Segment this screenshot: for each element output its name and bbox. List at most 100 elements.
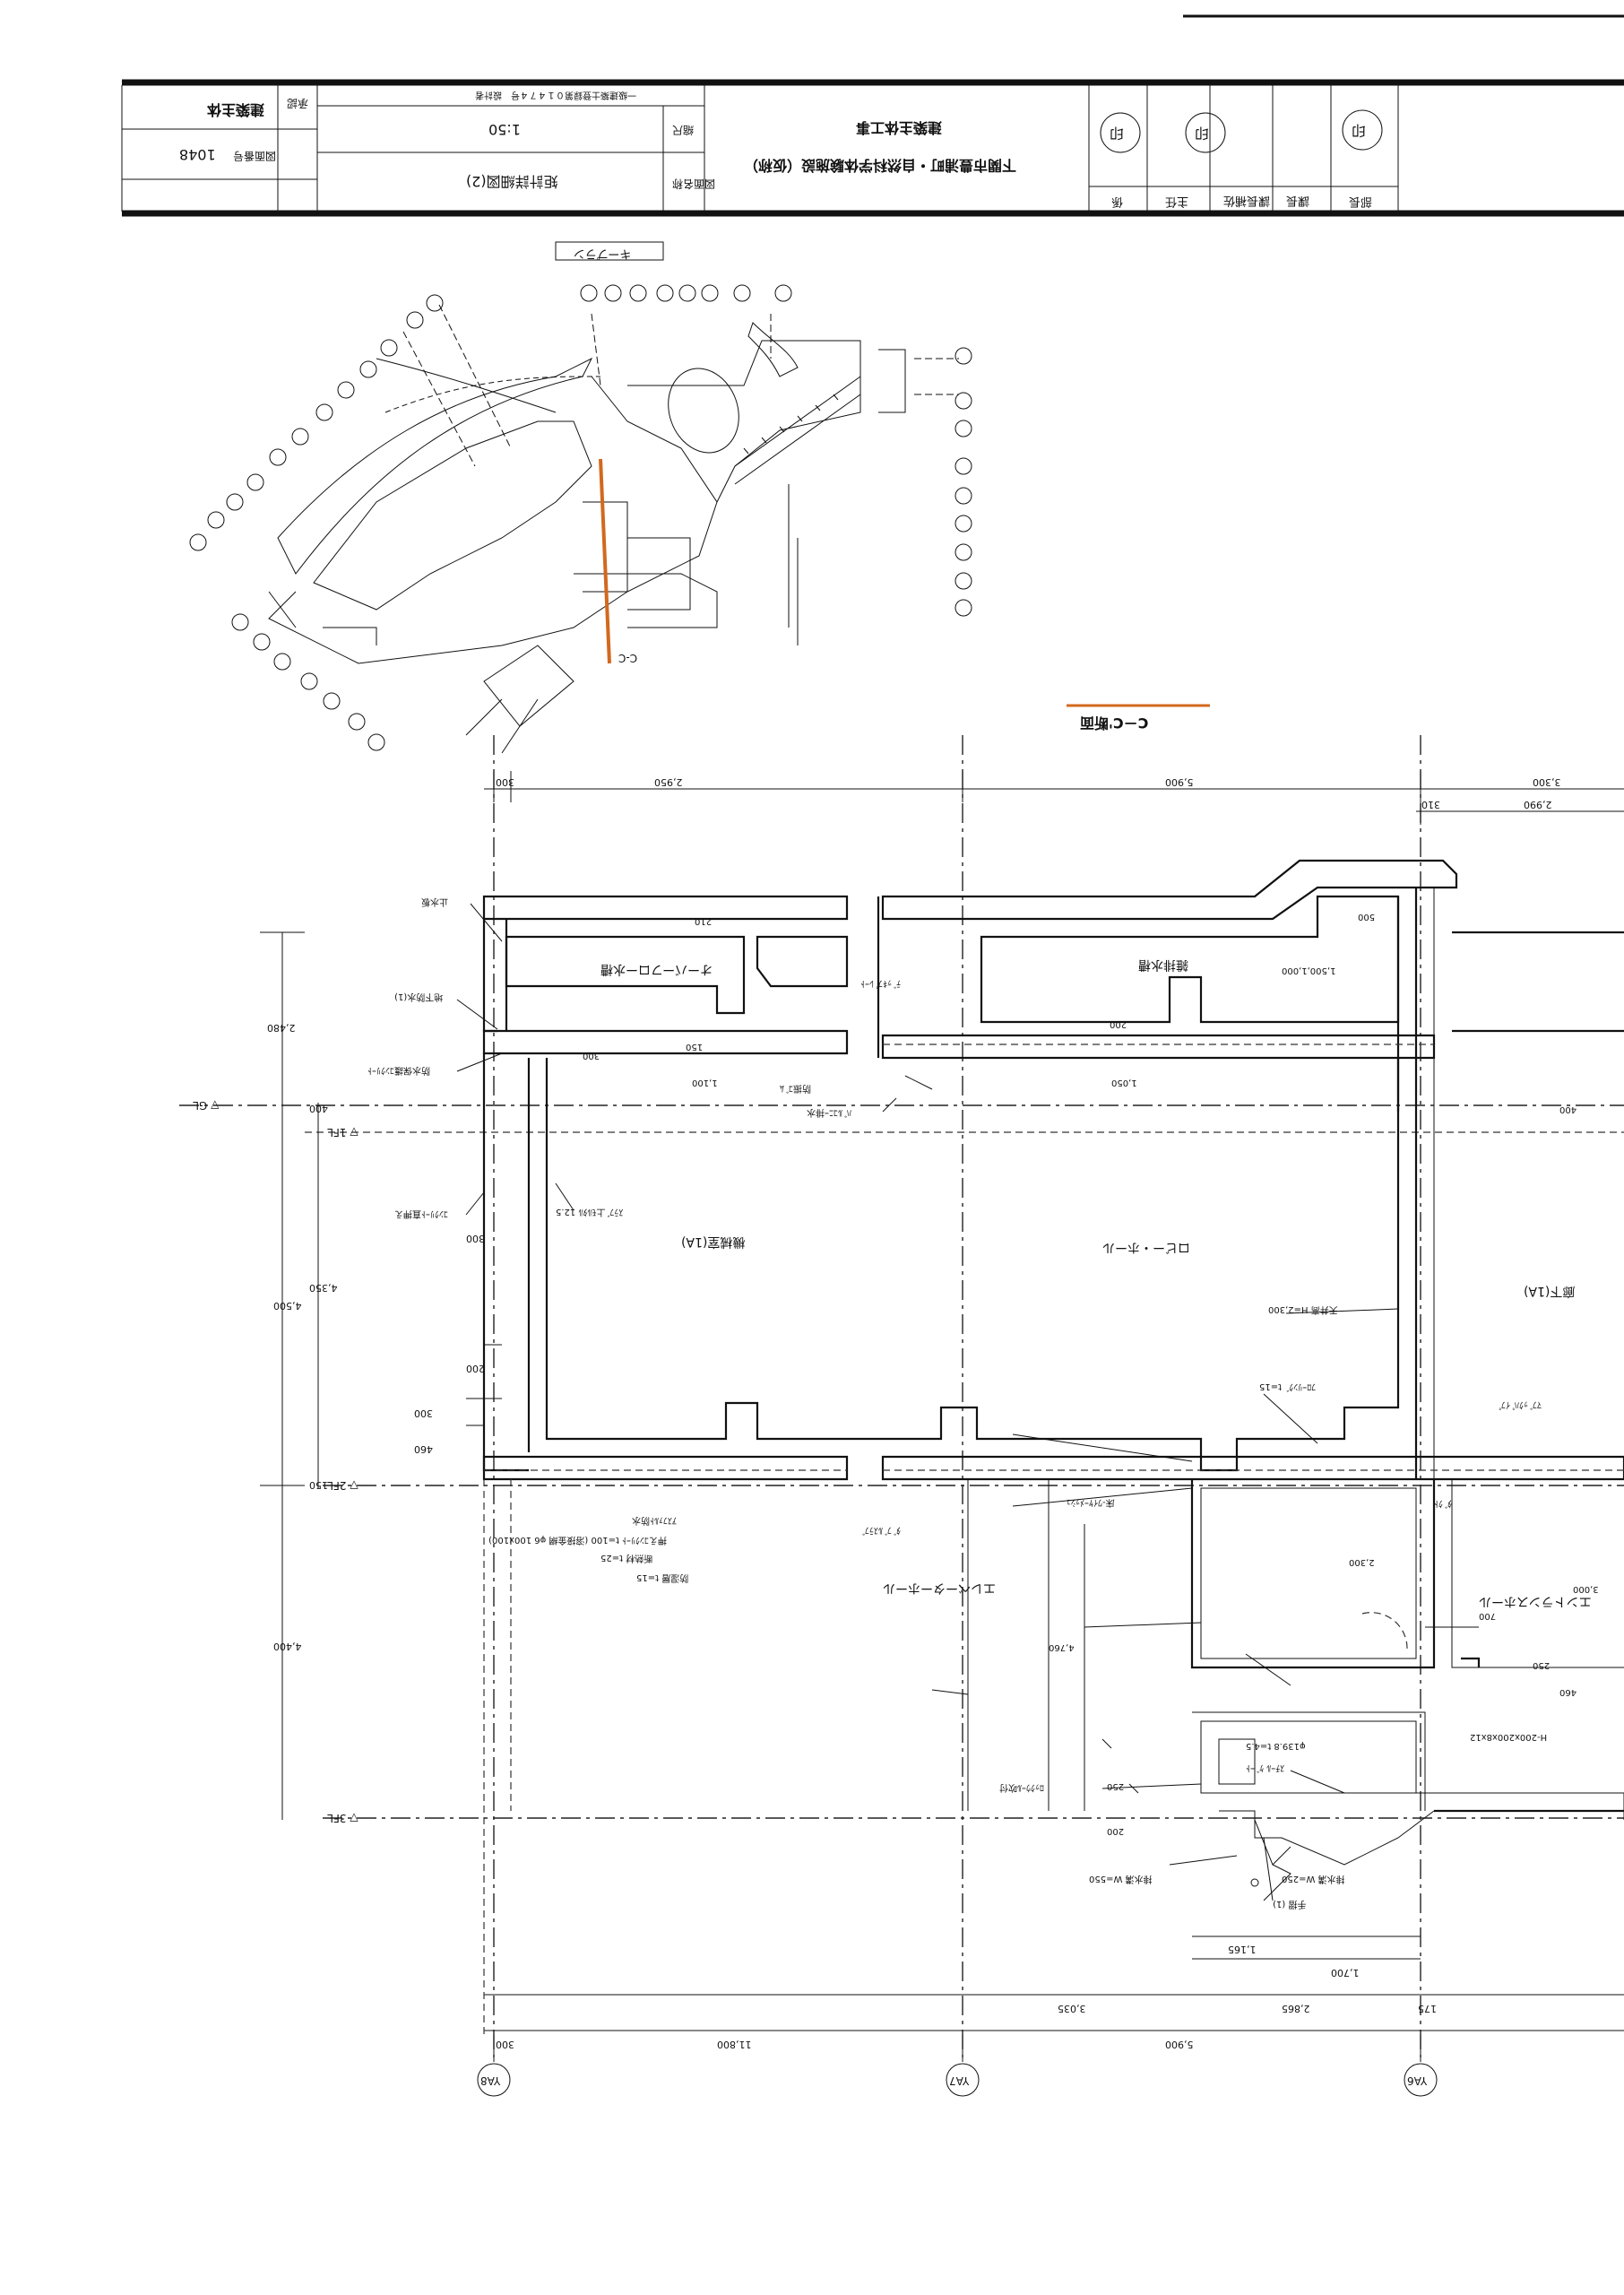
bottom-dim-7: 1,700: [1331, 1967, 1360, 1979]
stamp-label-3: 課長補佐: [1223, 194, 1270, 208]
stamp-label-2: 主任: [1165, 195, 1188, 208]
left-dim-6: 150: [309, 1479, 328, 1491]
section-cut-line: [599, 458, 611, 664]
small-dim-700: 700: [1479, 1611, 1496, 1621]
note-wire-mesh: 床-ﾜｲﾔｰﾒｯｼｭ: [1067, 1497, 1115, 1509]
small-dim-400: 400: [1559, 1104, 1576, 1114]
axis-label-ya8: YA8: [480, 2074, 501, 2087]
room-corridor-1a: 廊下(1A): [1524, 1284, 1575, 1299]
stamp-2: 印: [1195, 125, 1209, 142]
small-dim-1500: 1,500,1,000: [1282, 966, 1335, 975]
stamp-1: 印: [1110, 125, 1124, 142]
top-dim-4: 3,300: [1533, 776, 1561, 788]
note-steel-gate: ｽﾁｰﾙ ｹﾞｰﾄ: [1246, 1762, 1284, 1773]
left-dim-10: 300: [466, 1233, 485, 1244]
label-title: 図面名称: [672, 178, 715, 191]
note-rockwool: ﾛｯｸｳｰﾙ吹付: [999, 1782, 1044, 1794]
room-entrance-hall: エントランスホール: [1479, 1594, 1592, 1608]
small-dim-1100: 1,100: [692, 1078, 718, 1087]
note-mabuck: ﾏﾌﾞｯｸﾊﾟｲﾌﾟ: [1497, 1399, 1542, 1410]
small-dim-250b: 250: [1107, 1781, 1124, 1791]
axis-label-ya6: YA6: [1407, 2074, 1428, 2087]
work-type: 建築主体工事: [856, 119, 942, 136]
bottom-dim-2: 11,800: [717, 2039, 752, 2050]
stamp-label-5: 部長: [1349, 195, 1372, 208]
label-approve: 承認: [287, 97, 308, 110]
annotations: 止水板 地下防水(1) 防水保護ｺﾝｸﾘｰﾄ ｺﾝｸﾘｰﾄ直押え ｽﾗﾌﾞ上ﾓﾙ…: [367, 896, 1547, 1910]
small-dim-1050: 1,050: [1111, 1078, 1137, 1087]
note-flooring: ﾌﾛｰﾘﾝｸﾞ t=15: [1259, 1381, 1316, 1392]
design-office-note: 一級建築士登録第０１４７４号 設計者: [475, 90, 636, 101]
small-dim-4760: 4,760: [1049, 1642, 1075, 1652]
room-drain-tank: 雑排水槽: [1138, 957, 1188, 972]
note-duct: ﾀﾞｸﾄ: [1434, 1498, 1452, 1509]
note-pipe: φ139.8 t=4.5: [1246, 1741, 1306, 1751]
level-3fl: ▽ 3FL: [327, 1812, 358, 1824]
left-dim-8: 460: [414, 1443, 433, 1455]
small-dim-2300: 2,300: [1349, 1557, 1375, 1567]
small-dim-150: 150: [686, 1042, 703, 1052]
note-drain-250: 排水溝 W=250: [1282, 1874, 1345, 1885]
stamp-label-4: 課長: [1286, 194, 1309, 208]
note-underground-waterproof: 地下防水(1): [394, 992, 443, 1003]
level-2fl: ▽ 2FL: [327, 1479, 358, 1492]
stamp-label-1: 係: [1111, 195, 1123, 208]
title-block: 建築主体 承認 1048 図面番号 一級建築士登録第０１４７４号 設計者 縮尺 …: [121, 79, 1624, 217]
scale-value: 1:50: [488, 121, 521, 138]
drawing-number: 1048: [179, 146, 216, 163]
key-plan-grid-bubbles-bottom: [231, 613, 385, 751]
section-title: C－C'断面: [1080, 714, 1148, 732]
approval-stamps: 印 印 印 係 主任 課長補佐 課長 部長: [1100, 109, 1383, 208]
level-1fl: ▽ 1FL: [327, 1126, 358, 1139]
small-dim-200b: 200: [1107, 1826, 1124, 1836]
left-dim-5: 4,400: [273, 1641, 302, 1652]
top-dim-2: 2,950: [654, 776, 683, 788]
left-dim-2: 400: [309, 1103, 328, 1114]
key-plan-grid-bubbles-right: [955, 347, 972, 617]
key-plan: キープラン C-C: [189, 241, 972, 754]
axis-label-ya7: YA7: [949, 2074, 970, 2087]
small-dim-250: 250: [1533, 1660, 1550, 1670]
left-dim-1: 2,480: [267, 1022, 296, 1034]
note-handrail: 手摺 (1): [1273, 1899, 1306, 1910]
bottom-dim-1: 300: [496, 2039, 514, 2050]
note-water-stop: 止水板: [421, 896, 448, 908]
note-press-concrete: 押えｺﾝｸﾘｰﾄ t=100 (溶接金網 φ6 100x100): [488, 1535, 667, 1546]
level-gl: ▽ GL: [193, 1099, 219, 1112]
small-dim-210: 210: [695, 916, 712, 926]
room-elevator-hall: エレベーターホール: [883, 1581, 996, 1595]
note-ceiling-height: 天井高 H=2,300: [1268, 1304, 1338, 1316]
axis-bubbles: YA8 YA7 YA6: [477, 2035, 1438, 2097]
left-dim-9: 200: [466, 1363, 485, 1374]
note-insulation: 断熱材 t=25: [600, 1553, 652, 1564]
section-cut-mark: C-C: [618, 652, 637, 664]
dimension-lines: 300 2,950 5,900 3,300 310 2,990 300 11,8…: [260, 771, 1624, 2050]
small-dim-300: 300: [583, 1051, 600, 1061]
room-names: オーバーフロー水槽 雑排水槽 機械室(1A) ロビー・ホール エントランスホール…: [600, 957, 1592, 1608]
note-concrete-finish: ｺﾝｸﾘｰﾄ直押え: [394, 1208, 448, 1220]
key-plan-grid-bubbles-left: [189, 294, 444, 551]
top-dim-1: 300: [496, 776, 514, 788]
drawing-title: 矩計詳細図(2): [466, 173, 558, 190]
label-scale: 縮尺: [672, 124, 694, 137]
note-deckplate: ﾃﾞｯｷﾌﾟﾚｰﾄ: [860, 978, 901, 989]
note-h-beam: H-200x200x8x12: [1470, 1732, 1547, 1742]
project-name: 下関市豊浦町・自然科学体験施設（仮称）: [744, 157, 1016, 174]
axis-bubble-ya6: [1404, 2063, 1438, 2097]
axis-bubble-ya8: [477, 2063, 511, 2097]
note-mortar: ｽﾗﾌﾞ上ﾓﾙﾀﾙ 12.5: [556, 1207, 623, 1217]
small-dim-3000: 3,000: [1573, 1584, 1599, 1594]
approve-value: 建築主体: [206, 101, 264, 118]
level-markers: ▽ GL ▽ 1FL ▽ 2FL ▽ 3FL: [193, 1099, 358, 1824]
label-drawing-no: 図面番号: [233, 150, 276, 162]
note-balcony-drain: ﾊﾞﾙｺﾆｰ排水: [807, 1107, 851, 1119]
axis-bubble-ya7: [946, 2063, 980, 2097]
note-drain-550: 排水溝 W=550: [1089, 1874, 1153, 1885]
left-dim-4: 4,350: [309, 1282, 338, 1294]
section-geometry: [466, 859, 1624, 2035]
note-double-slab: ﾀﾞﾌﾞﾙｽﾗﾌﾞ: [860, 1525, 901, 1536]
top-dim-5: 310: [1421, 799, 1440, 810]
grid-lines: [179, 735, 1624, 2057]
left-dim-7: 300: [414, 1407, 433, 1419]
